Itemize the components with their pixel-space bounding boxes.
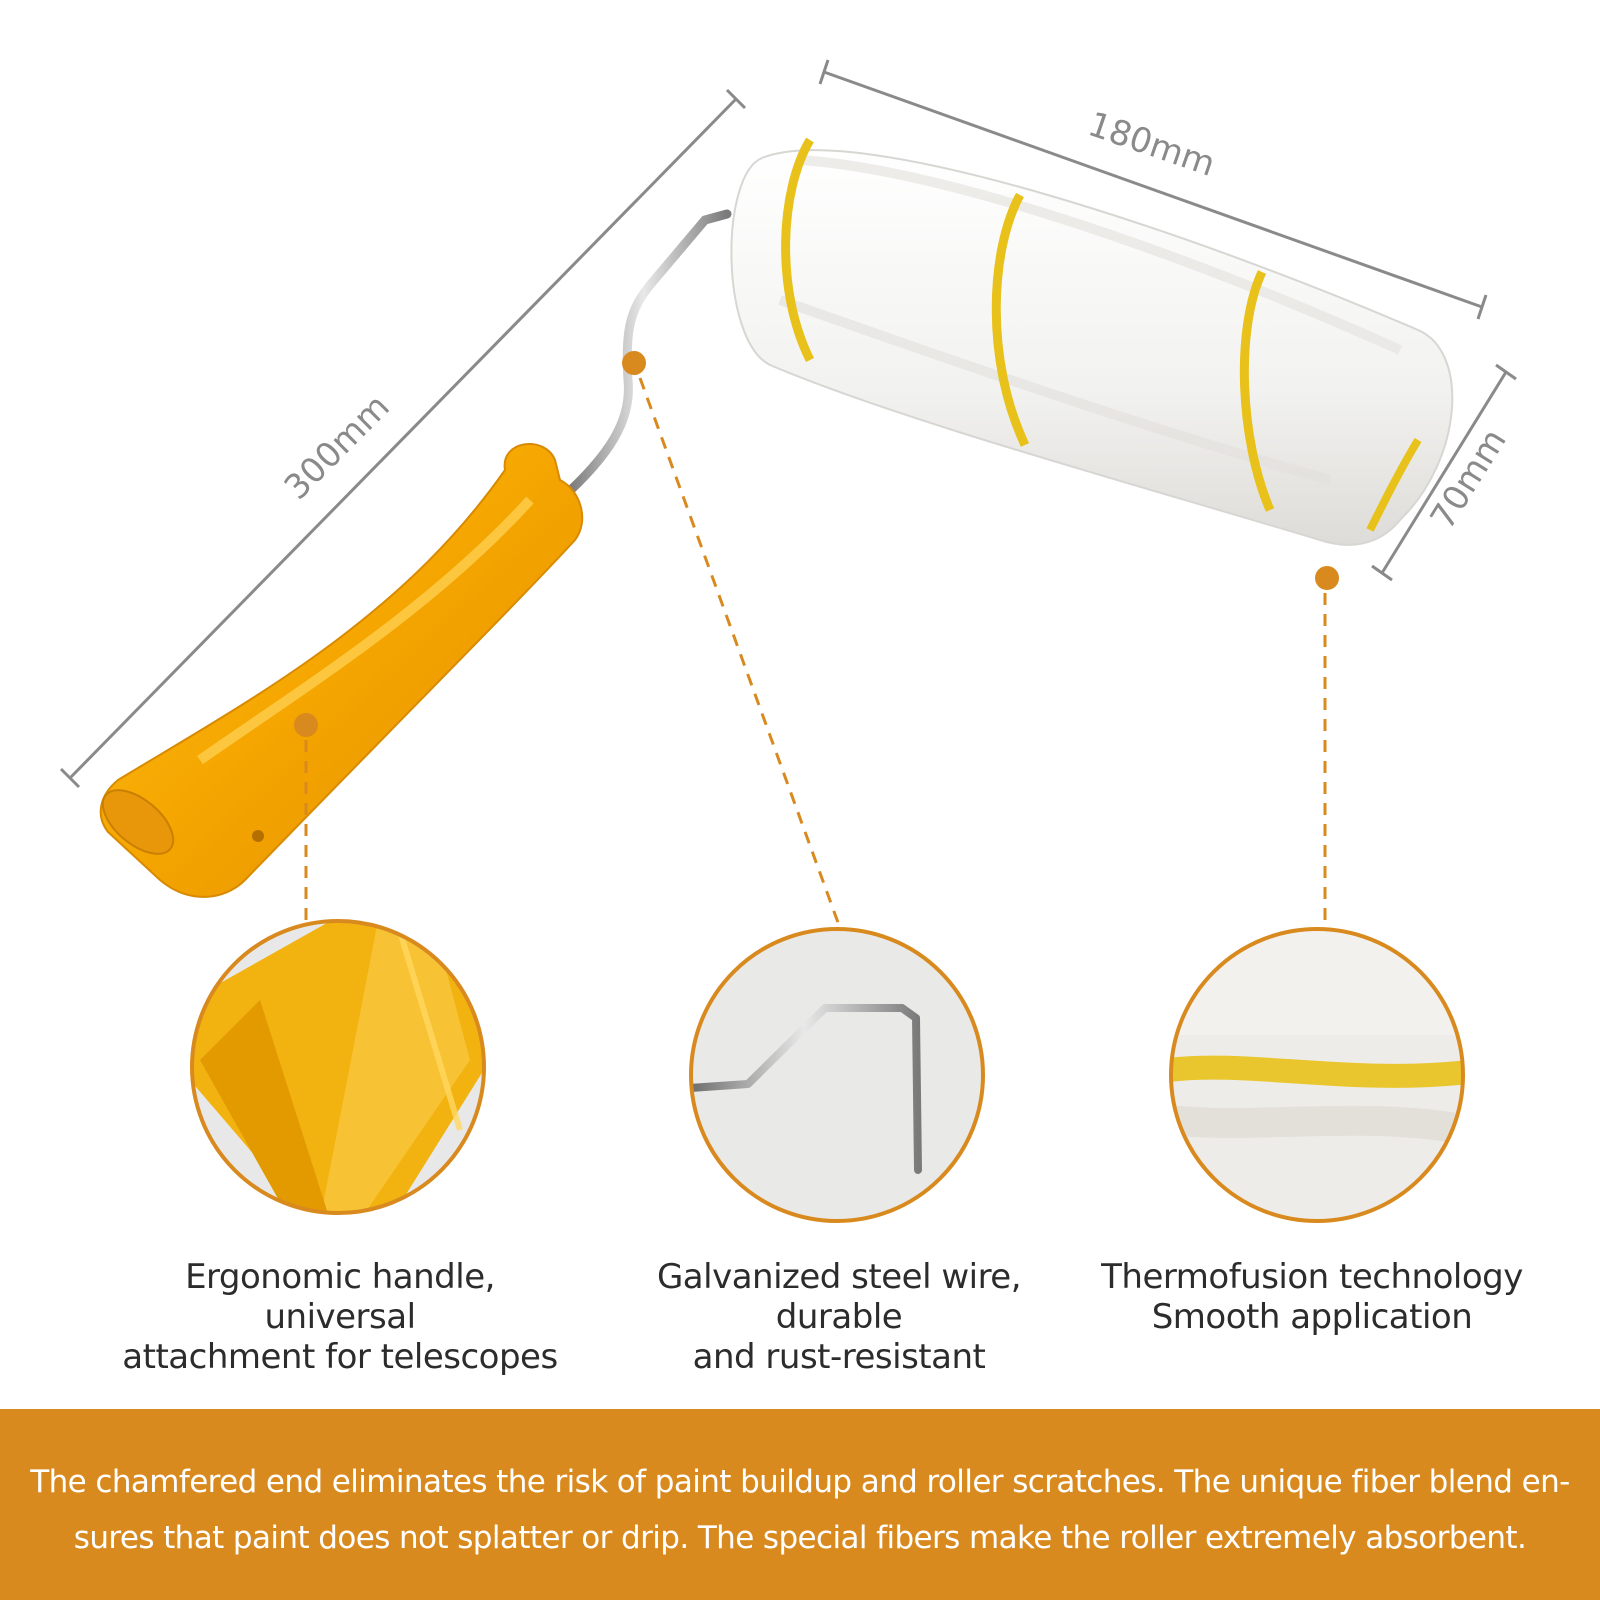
dimension-line-diameter xyxy=(1371,363,1517,582)
handle-closeup-icon xyxy=(190,919,486,1215)
wire-frame xyxy=(555,209,732,505)
banner-line: sures that paint does not splatter or dr… xyxy=(73,1520,1527,1556)
callout-wire xyxy=(622,351,842,929)
callout-handle xyxy=(294,713,318,920)
fiber-closeup-icon xyxy=(1169,927,1465,1223)
caption-line: and rust-resistant xyxy=(692,1337,986,1377)
roller-cover xyxy=(730,137,1454,546)
feature-caption-handle: Ergonomic handle, universal attachment f… xyxy=(105,1257,575,1377)
feature-caption-fiber: Thermofusion technology Smooth applicati… xyxy=(1077,1257,1547,1337)
dimension-line-width xyxy=(818,59,1488,320)
caption-line: Smooth application xyxy=(1151,1297,1473,1337)
caption-line: Thermofusion technology xyxy=(1101,1257,1523,1297)
dimension-length-label: 300mm xyxy=(277,387,398,508)
caption-line: Galvanized steel wire, durable xyxy=(656,1257,1022,1337)
feature-caption-wire: Galvanized steel wire, durable and rust-… xyxy=(604,1257,1074,1377)
description-banner: The chamfered end eliminates the risk of… xyxy=(0,1409,1600,1600)
dimension-line-length xyxy=(59,88,747,789)
banner-line: The chamfered end eliminates the risk of… xyxy=(30,1464,1570,1500)
handle xyxy=(99,443,584,898)
caption-line: Ergonomic handle, universal xyxy=(185,1257,495,1337)
caption-line: attachment for telescopes xyxy=(122,1337,558,1377)
callout-fiber xyxy=(1315,566,1339,925)
wire-closeup-icon xyxy=(689,927,985,1223)
